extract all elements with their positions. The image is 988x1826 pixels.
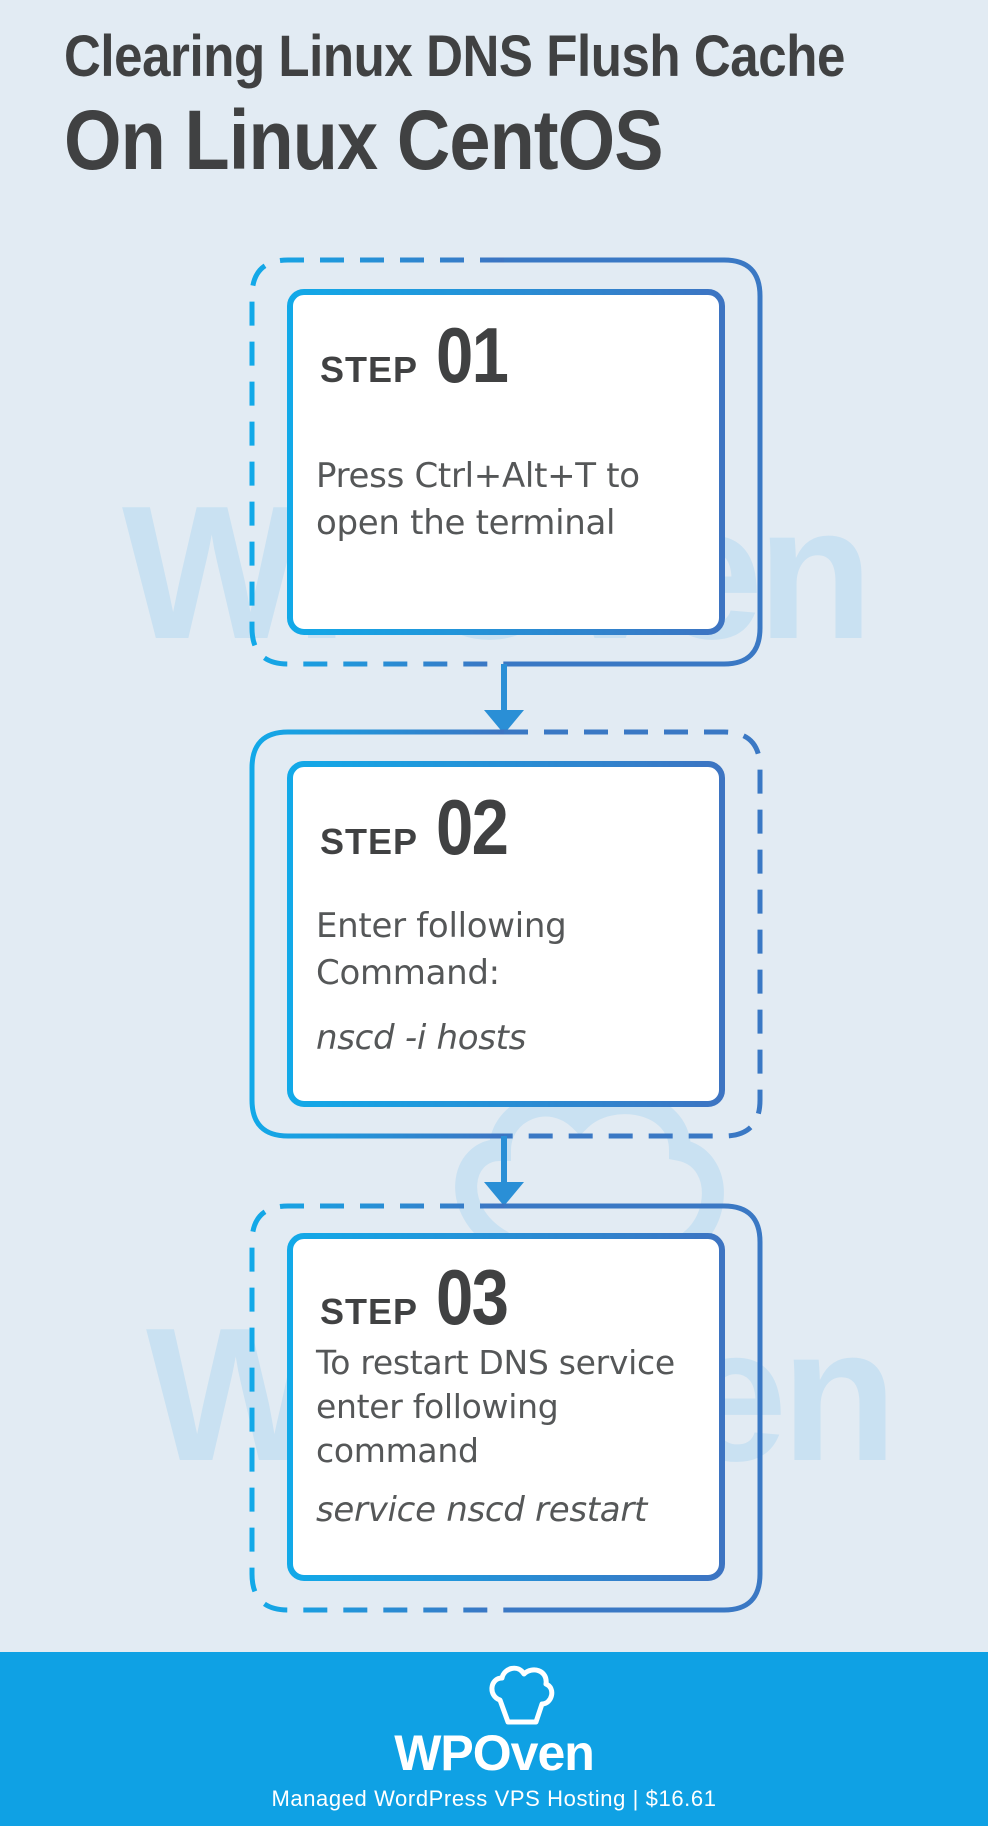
- step-2-description-line-1: Enter following: [316, 906, 567, 946]
- frame-1-solid: [504, 257, 763, 667]
- footer-brand: WPOven: [394, 1725, 595, 1781]
- step-1-description-line-2: open the terminal: [316, 503, 616, 543]
- step-3-command: service nscd restart: [316, 1490, 648, 1530]
- step-3-word: STEP: [320, 1291, 419, 1332]
- step-3-label: STEP 03: [320, 1252, 519, 1343]
- step-flow-diagram: [249, 257, 763, 1613]
- chef-hat-icon: [489, 1665, 555, 1725]
- frame-2-dashed: [504, 729, 763, 1139]
- step-card-3: [287, 1233, 725, 1581]
- title-line-2: On Linux CentOS: [64, 93, 664, 187]
- frame-3-dashed: [249, 1203, 504, 1613]
- step-1-word: STEP: [320, 349, 419, 390]
- title-line-1: Clearing Linux DNS Flush Cache: [64, 24, 845, 89]
- step-card-1: [287, 289, 725, 635]
- step-2-word: STEP: [320, 821, 419, 862]
- step-3-number: 03: [436, 1253, 509, 1341]
- step-2-number: 02: [436, 783, 509, 871]
- frame-1-dashed: [249, 257, 504, 667]
- step-1-number: 01: [436, 311, 509, 399]
- arrow-head-2: [484, 1182, 524, 1206]
- step-3-description-line-3: command: [316, 1431, 479, 1470]
- frame-3-solid: [504, 1203, 763, 1613]
- page-title: Clearing Linux DNS Flush Cache On Linux …: [64, 22, 845, 188]
- arrow-head-1: [484, 710, 524, 734]
- step-2-description-line-2: Command:: [316, 953, 500, 993]
- step-3-description-line-1: To restart DNS service: [316, 1343, 675, 1382]
- step-2-label: STEP 02: [320, 782, 519, 873]
- step-1-description-line-1: Press Ctrl+Alt+T to: [316, 456, 640, 496]
- step-3-description-line-2: enter following: [316, 1387, 559, 1426]
- frame-2-solid: [249, 729, 504, 1139]
- step-1-label: STEP 01: [320, 310, 519, 401]
- footer-tagline: Managed WordPress VPS Hosting | $16.61: [271, 1786, 717, 1811]
- step-card-2: [287, 761, 725, 1107]
- step-2-command: nscd -i hosts: [316, 1018, 527, 1058]
- footer-banner: WPOven Managed WordPress VPS Hosting | $…: [0, 1652, 988, 1826]
